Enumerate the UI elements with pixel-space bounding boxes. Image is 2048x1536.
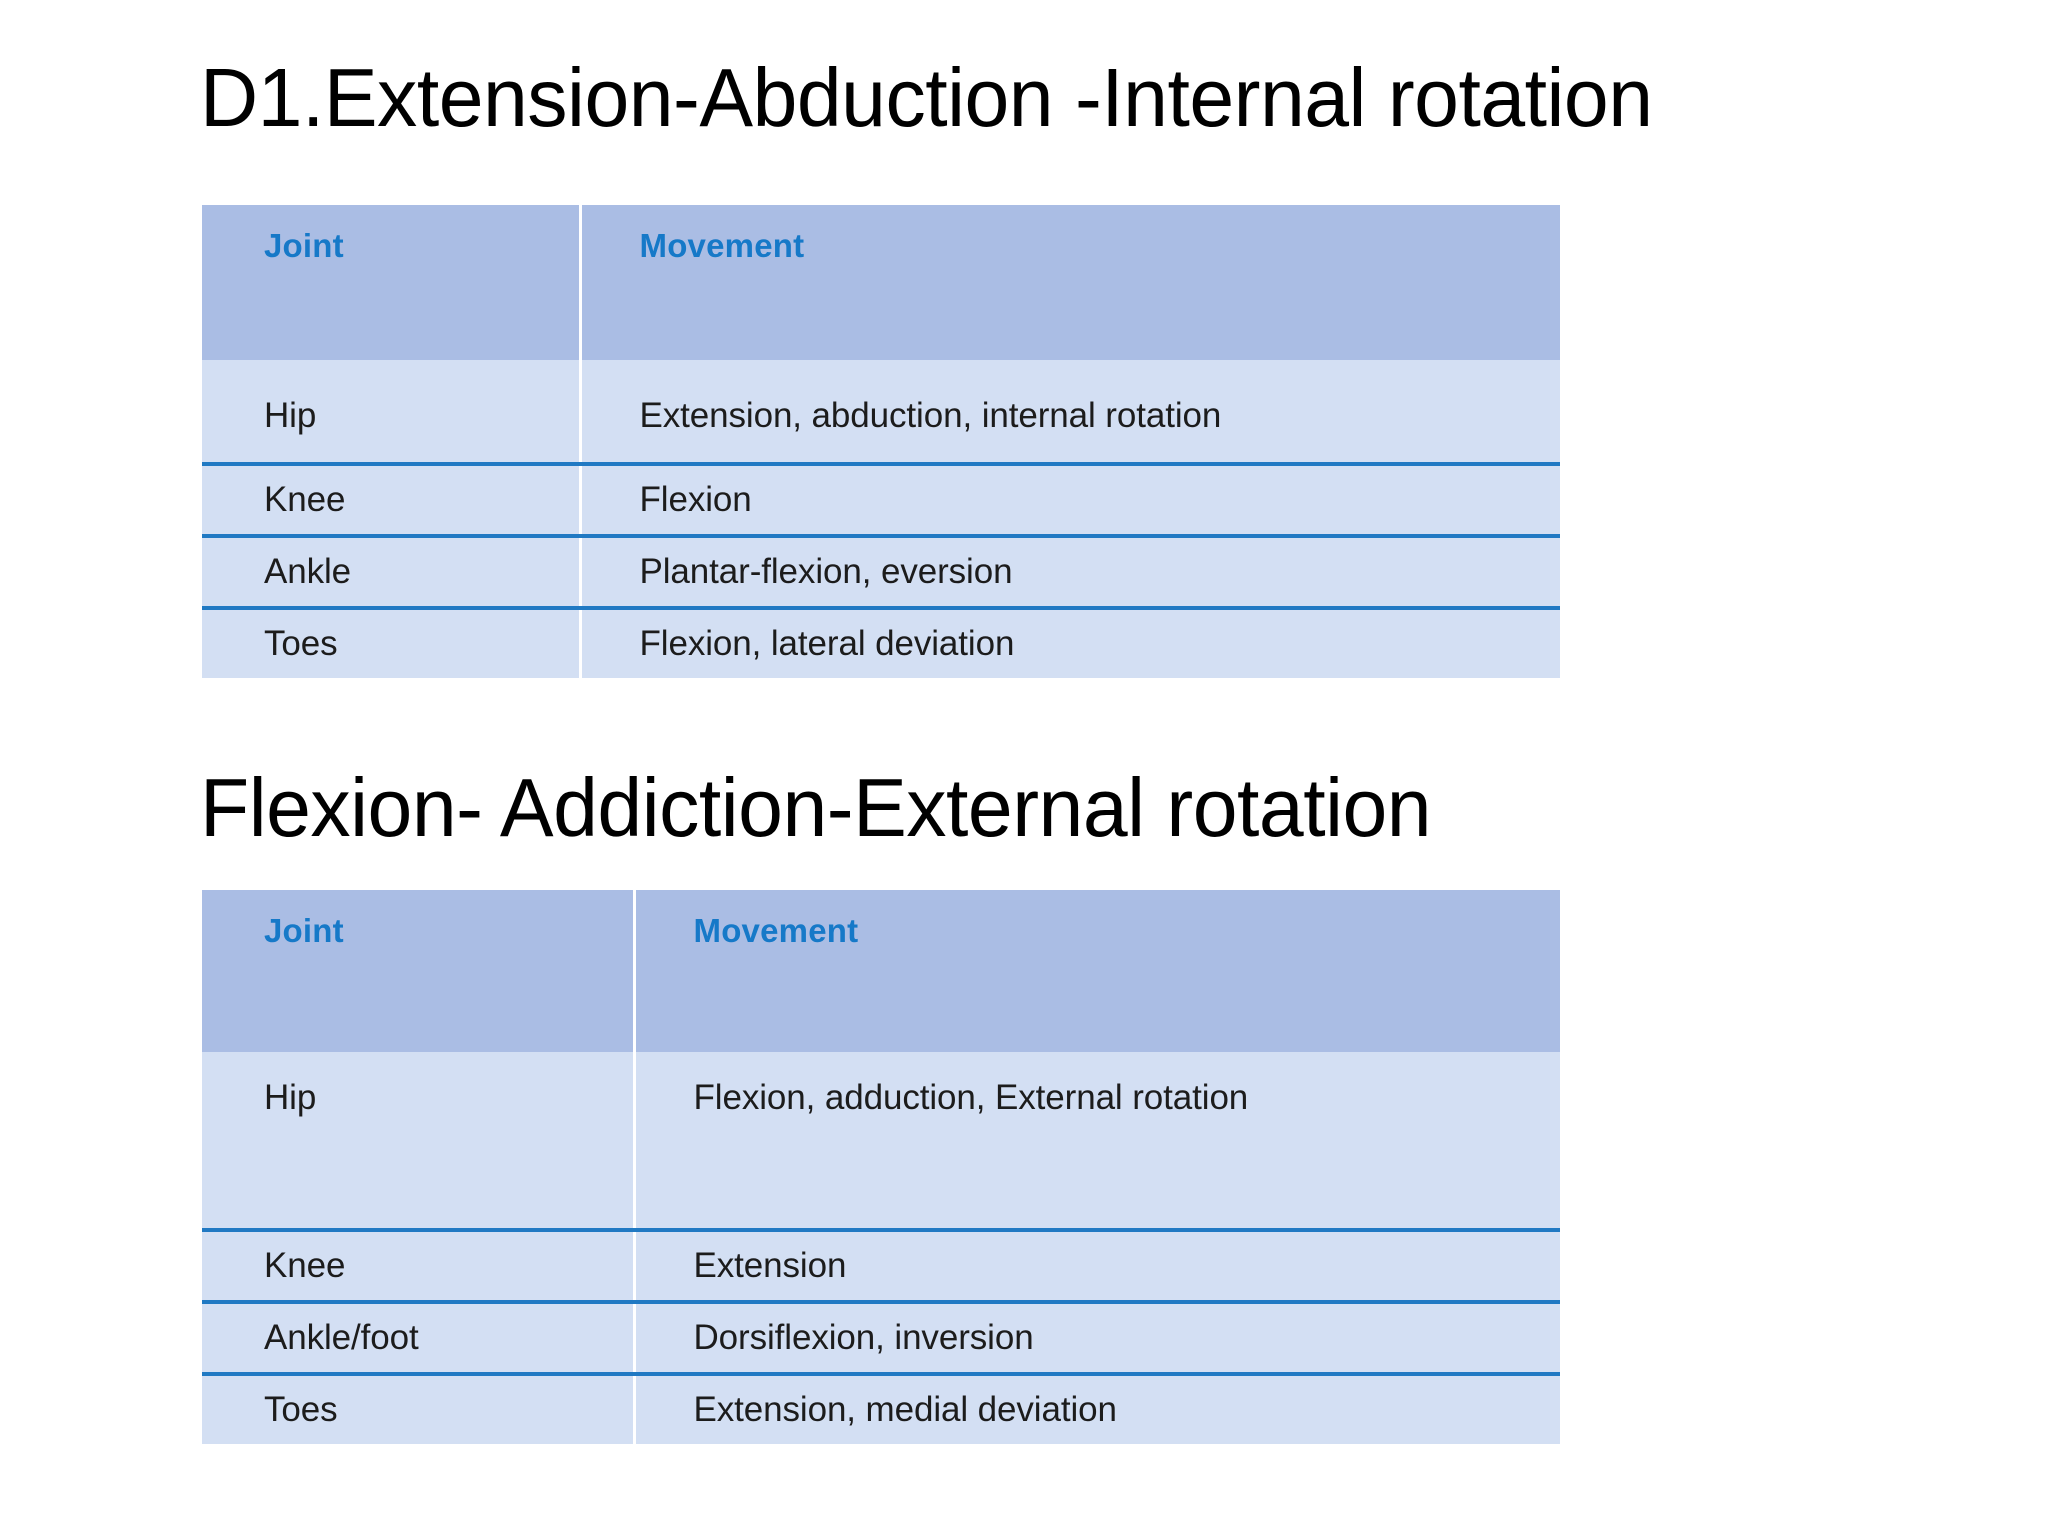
cell-joint: Knee bbox=[202, 462, 580, 536]
table-row: Ankle/foot Dorsiflexion, inversion bbox=[202, 1300, 1560, 1374]
table-row: Toes Flexion, lateral deviation bbox=[202, 606, 1560, 678]
joint-movement-table-extension: Joint Movement Hip Extension, abduction,… bbox=[202, 205, 1560, 678]
cell-movement: Plantar-flexion, eversion bbox=[578, 534, 1560, 608]
cell-movement: Flexion, adduction, External rotation bbox=[632, 1052, 1560, 1230]
joint-movement-table-flexion: Joint Movement Hip Flexion, adduction, E… bbox=[202, 890, 1560, 1444]
cell-joint: Ankle/foot bbox=[202, 1300, 634, 1374]
column-header-movement: Movement bbox=[632, 890, 1560, 1052]
cell-joint: Knee bbox=[202, 1228, 634, 1302]
table-row: Hip Extension, abduction, internal rotat… bbox=[202, 360, 1560, 464]
table-row: Ankle Plantar-flexion, eversion bbox=[202, 534, 1560, 608]
cell-movement: Extension, abduction, internal rotation bbox=[578, 360, 1560, 464]
table-header-row: Joint Movement bbox=[202, 205, 1560, 360]
table-header-row: Joint Movement bbox=[202, 890, 1560, 1052]
table-row: Knee Extension bbox=[202, 1228, 1560, 1302]
cell-movement: Flexion bbox=[578, 462, 1560, 536]
column-header-joint: Joint bbox=[202, 205, 580, 360]
cell-movement: Flexion, lateral deviation bbox=[578, 606, 1560, 678]
section-title-d1-extension: D1.Extension-Abduction -Internal rotatio… bbox=[200, 51, 1653, 144]
column-header-joint: Joint bbox=[202, 890, 634, 1052]
section-title-flexion-addiction: Flexion- Addiction-External rotation bbox=[200, 761, 1432, 854]
cell-movement: Extension bbox=[632, 1228, 1560, 1302]
cell-joint: Toes bbox=[202, 606, 580, 678]
cell-movement: Dorsiflexion, inversion bbox=[632, 1300, 1560, 1374]
table-row: Knee Flexion bbox=[202, 462, 1560, 536]
cell-movement: Extension, medial deviation bbox=[632, 1372, 1560, 1444]
cell-joint: Hip bbox=[202, 1052, 634, 1230]
cell-joint: Hip bbox=[202, 360, 580, 464]
table-row: Toes Extension, medial deviation bbox=[202, 1372, 1560, 1444]
table-row: Hip Flexion, adduction, External rotatio… bbox=[202, 1052, 1560, 1230]
cell-joint: Toes bbox=[202, 1372, 634, 1444]
cell-joint: Ankle bbox=[202, 534, 580, 608]
column-header-movement: Movement bbox=[578, 205, 1560, 360]
